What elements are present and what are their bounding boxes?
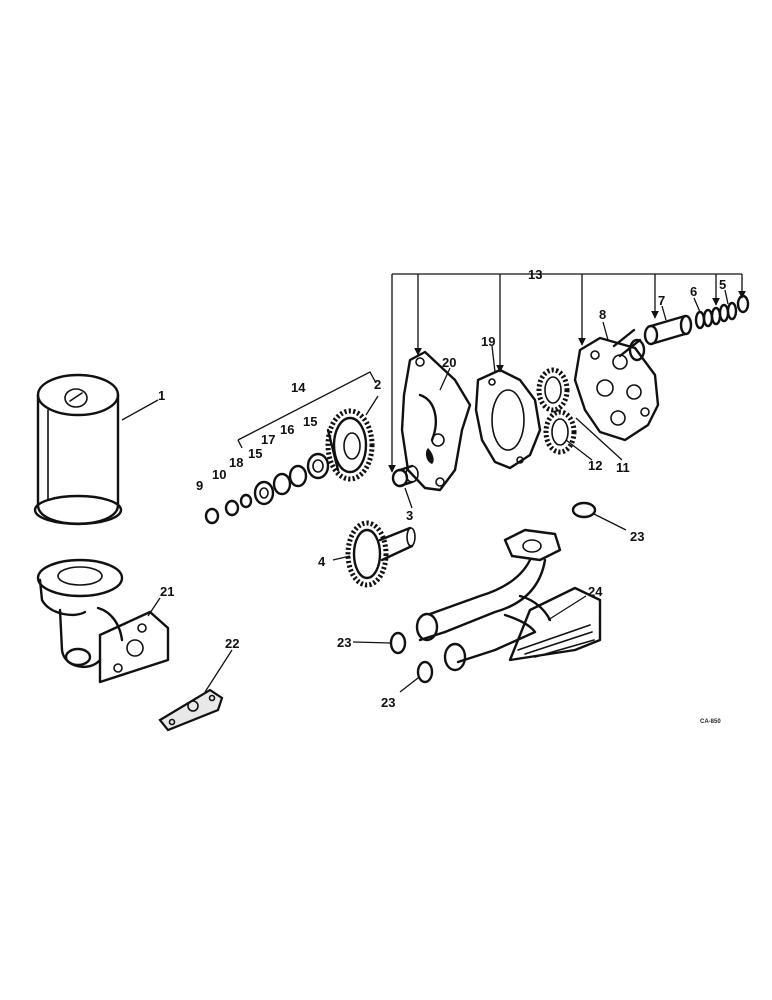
callout-13: 13 [528, 267, 542, 282]
pump-body [400, 350, 472, 492]
oil-filter-canister [33, 373, 123, 526]
callout-20: 20 [442, 355, 456, 370]
callout-24: 24 [588, 584, 603, 599]
callout-16: 16 [280, 422, 294, 437]
callout-8: 8 [599, 307, 606, 322]
retaining-ring [736, 294, 750, 314]
callout-10: 10 [212, 467, 226, 482]
callout-labels: 1 2 3 4 5 6 7 8 9 10 11 12 13 14 15 15 1… [158, 267, 726, 725]
relief-valve-sleeve [643, 314, 693, 346]
filter-base-adapter [36, 558, 170, 684]
o-ring-pump [571, 501, 597, 519]
figure-code: CA-850 [700, 719, 721, 725]
o-ring-tube-upper [389, 631, 407, 655]
callout-12: 12 [588, 458, 602, 473]
drive-gear [325, 408, 375, 482]
callout-9: 9 [196, 478, 203, 493]
callout-23-tube-upper: 23 [337, 635, 351, 650]
callout-14: 14 [291, 380, 306, 395]
callout-1: 1 [158, 388, 165, 403]
pump-gear-pair [536, 367, 577, 455]
callout-15-inner: 15 [303, 414, 317, 429]
relief-valve-plunger [612, 328, 646, 362]
callout-21: 21 [160, 584, 174, 599]
callout-22: 22 [225, 636, 239, 651]
callout-17: 17 [261, 432, 275, 447]
oil-pickup-tube [415, 528, 602, 672]
adapter-gasket [158, 688, 224, 732]
pump-housing [474, 368, 542, 470]
callout-23-pump: 23 [630, 529, 644, 544]
callout-4: 4 [318, 554, 326, 569]
callout-11: 11 [616, 460, 630, 475]
callout-3: 3 [406, 508, 413, 523]
callout-6: 6 [690, 284, 697, 299]
leader-lines [121, 273, 746, 693]
relief-valve-spring [694, 301, 738, 330]
callout-5: 5 [719, 277, 726, 292]
shaft-hardware-stack [204, 452, 330, 525]
callout-2: 2 [374, 377, 381, 392]
callout-7: 7 [658, 293, 665, 308]
callout-23-tube-lower: 23 [381, 695, 395, 710]
callout-18: 18 [229, 455, 243, 470]
pump-drive-gear [345, 520, 416, 588]
callout-15-outer: 15 [248, 446, 262, 461]
callout-19: 19 [481, 334, 495, 349]
idler-pin [391, 464, 419, 488]
pump-cover [573, 336, 660, 442]
o-ring-tube-lower [416, 660, 434, 684]
